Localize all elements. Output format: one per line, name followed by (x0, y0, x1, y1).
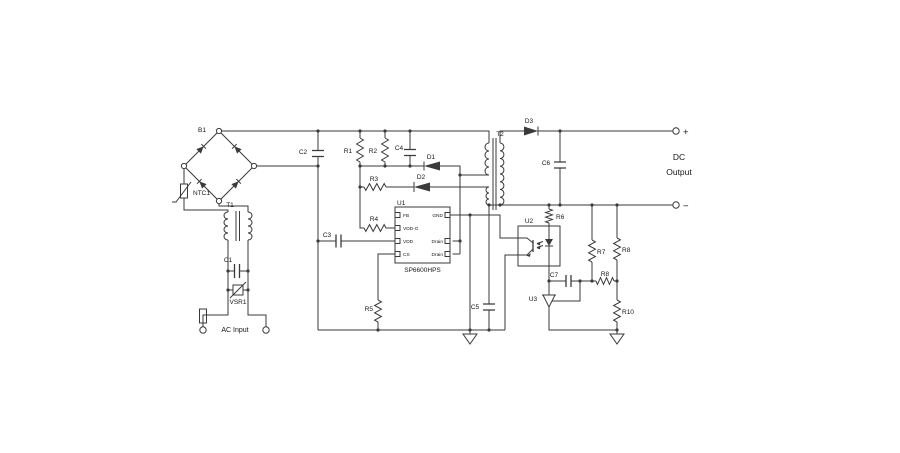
resistor-r6 (544, 208, 554, 224)
bridge-diode-icon (196, 143, 207, 154)
resistor-r7 (587, 239, 597, 263)
bridge-diode-icon (196, 178, 207, 189)
label-dc-minus: − (683, 201, 689, 212)
resistor-r4 (363, 223, 387, 233)
pin-label-drain2: Drain (432, 252, 444, 258)
label-dc-line2: Output (666, 167, 692, 177)
label-r4: R4 (370, 216, 379, 223)
resistor-r1 (355, 137, 365, 163)
label-r3: R3 (370, 176, 379, 183)
transformer-t2 (484, 138, 505, 210)
label-c6: C6 (542, 160, 551, 167)
bridge-diode-icon (231, 143, 242, 154)
label-d1: D1 (427, 154, 436, 161)
pin-label-drain1: Drain (432, 239, 444, 245)
line-choke-t1 (223, 211, 253, 241)
label-b1: B1 (198, 127, 206, 134)
primary-ground-icon (462, 333, 478, 345)
label-vsr1: VSR1 (230, 299, 247, 306)
capacitor-c5 (483, 303, 495, 311)
resistor-r8-upper (612, 237, 622, 261)
resistor-r5 (373, 299, 383, 323)
diode-d3 (524, 126, 539, 136)
diode-d1 (423, 161, 440, 171)
capacitor-c3 (335, 234, 342, 248)
label-r2: R2 (369, 148, 378, 155)
thermistor-ntc1 (172, 181, 192, 203)
pin-label-fb: FB (403, 213, 409, 219)
label-ntc1: NTC1 (193, 190, 210, 197)
optocoupler-u2 (517, 225, 561, 267)
label-u1-part: SP6600HPS (404, 267, 441, 274)
label-u1: U1 (397, 200, 406, 207)
diode-d2 (413, 182, 430, 192)
capacitor-c4 (404, 148, 416, 157)
resistor-r2 (380, 137, 390, 163)
pin-label-cs: CS (403, 252, 410, 258)
fuse (199, 308, 207, 324)
label-d3: D3 (525, 118, 534, 125)
ac-input-terminals (199, 326, 270, 334)
resistor-r3 (363, 182, 387, 192)
capacitor-c2 (312, 149, 324, 158)
x-capacitor-c1 (233, 264, 241, 278)
label-r1: R1 (344, 148, 353, 155)
label-r6: R6 (556, 214, 565, 221)
shunt-regulator-u3 (542, 294, 556, 309)
label-r7: R7 (597, 249, 606, 256)
label-u3: U3 (529, 296, 538, 303)
capacitor-c6 (554, 161, 566, 169)
label-dc-line1: DC (673, 152, 685, 162)
label-c4: C4 (395, 145, 404, 152)
label-c7: C7 (550, 272, 559, 279)
label-u2: U2 (525, 218, 534, 225)
resistor-r8-comp (595, 276, 615, 286)
label-c2: C2 (299, 149, 308, 156)
label-r8-upper: R8 (622, 247, 631, 254)
pin-label-gnd: GND (432, 213, 443, 219)
label-dc-plus: + (683, 127, 689, 138)
label-r8-comp: R8 (601, 271, 610, 278)
junction-dots (226, 129, 619, 332)
label-r5: R5 (365, 306, 374, 313)
bridge-diode-icon (231, 178, 242, 189)
label-t1: T1 (226, 202, 234, 209)
label-ac-input: AC Input (221, 327, 248, 334)
pin-label-vddg: VDD-G (403, 226, 419, 232)
dc-output-terminals (672, 127, 680, 209)
label-c1: C1 (224, 257, 233, 264)
resistor-r10 (612, 299, 622, 323)
varistor-vsr1 (229, 281, 247, 299)
label-t2: T2 (496, 131, 504, 138)
label-r10: R10 (622, 309, 634, 316)
bridge-rectifier-b1 (180, 127, 258, 205)
secondary-ground-icon (609, 333, 625, 345)
capacitor-c7 (565, 275, 572, 287)
pin-label-vdd: VDD (403, 239, 414, 245)
label-c5: C5 (471, 304, 480, 311)
label-c3: C3 (323, 232, 332, 239)
controller-u1: FB VDD-G VDD CS GND Drain Drain (394, 206, 451, 264)
label-d2: D2 (417, 174, 426, 181)
